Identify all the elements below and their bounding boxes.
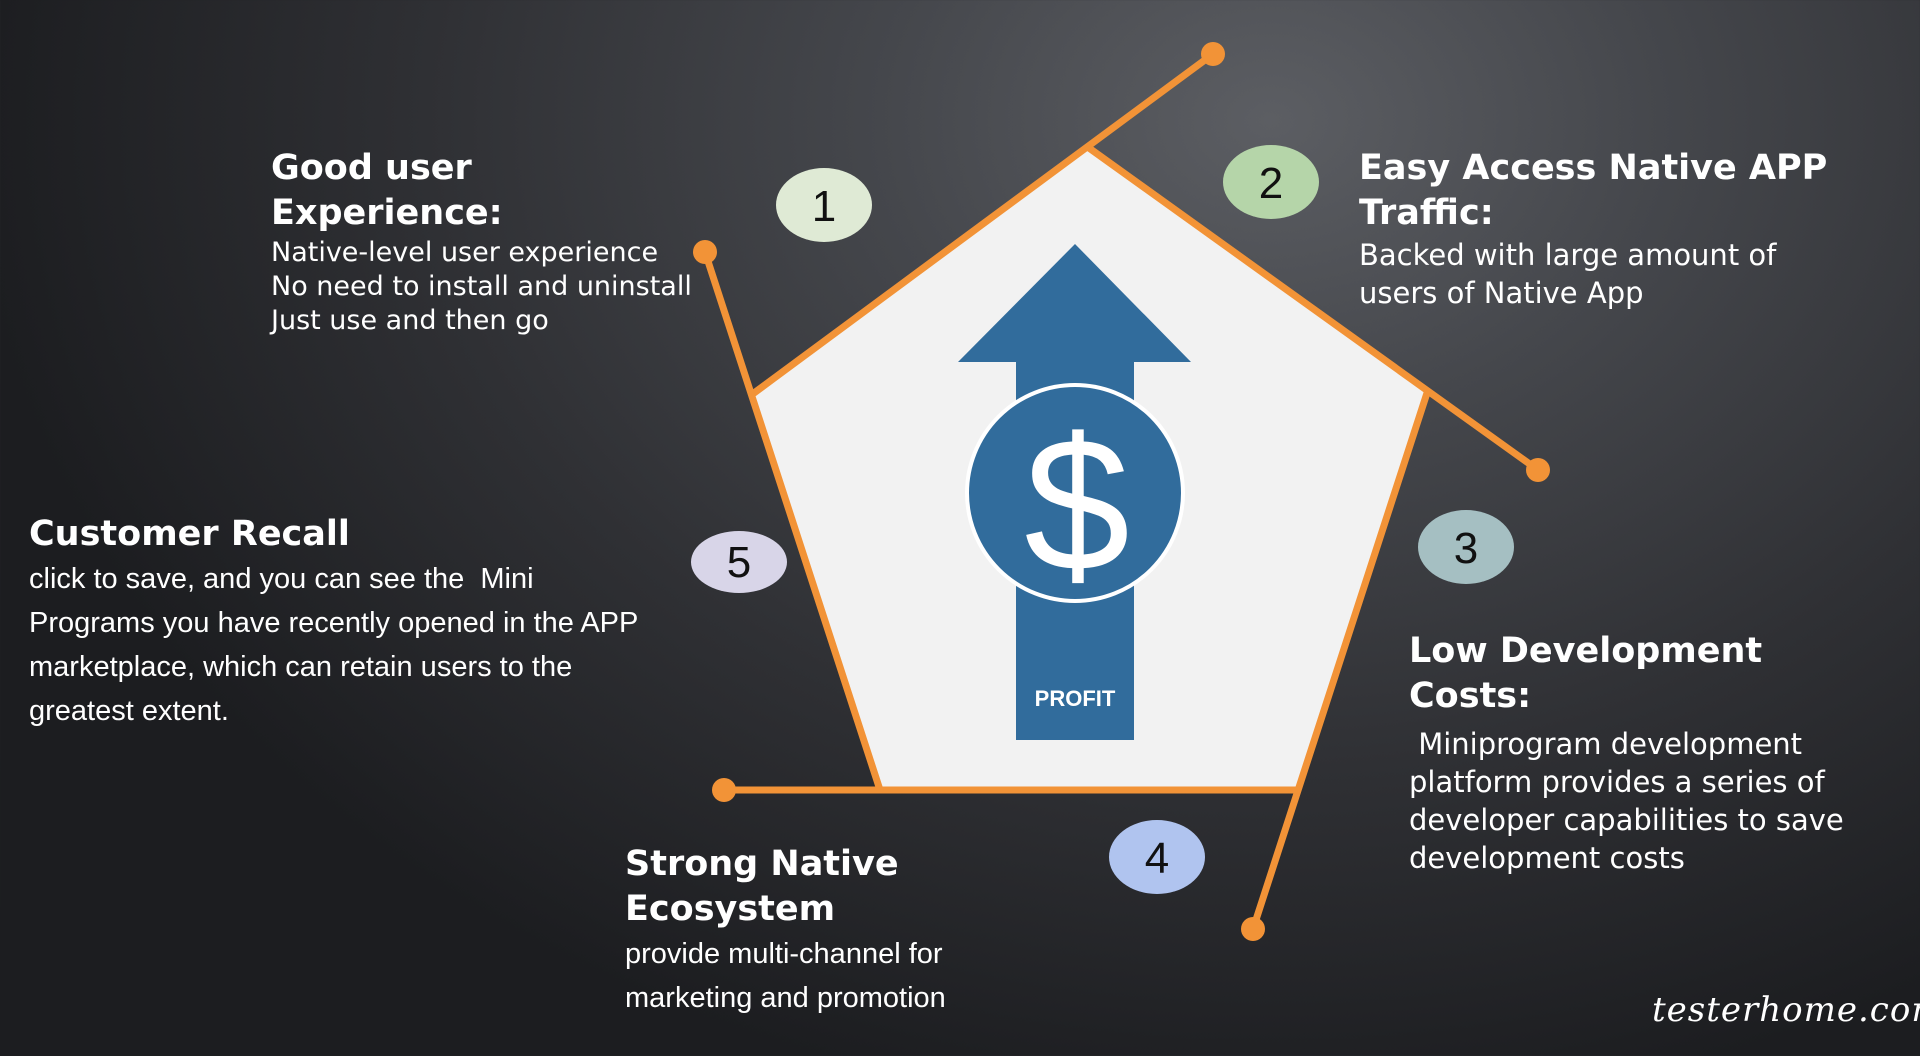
arrow-head [958, 244, 1191, 362]
point-5-line-1: click to save, and you can see the Mini [29, 563, 534, 595]
point-5-line-3: marketplace, which can retain users to t… [29, 651, 573, 683]
point-3-line-1: Miniprogram development [1409, 727, 1803, 761]
point-2-block: Easy Access Native APP Traffic: Backed w… [1359, 146, 1859, 312]
endpoint-dot-4 [712, 778, 736, 802]
edge-top-right [1085, 144, 1542, 474]
badge-5-shape [691, 531, 787, 593]
badge-4: 4 [1109, 820, 1205, 894]
profit-arrow: $ PROFIT [958, 244, 1191, 740]
badge-5: 5 [691, 531, 787, 593]
point-1-block: Good user Experience: Native-level user … [271, 146, 711, 338]
badge-2-shape [1223, 145, 1319, 219]
point-1-line-3: Just use and then go [271, 305, 549, 336]
badge-3-number: 3 [1454, 524, 1478, 573]
point-3-line-2: platform provides a series of [1409, 765, 1825, 799]
edge-left [701, 248, 884, 794]
badge-5-number: 5 [727, 538, 751, 587]
point-2-title-line-2: Traffic: [1359, 193, 1494, 233]
endpoint-dot-2 [1526, 458, 1550, 482]
point-4-block: Strong Native Ecosystem provide multi-ch… [625, 842, 1095, 1020]
endpoint-dot-5 [693, 240, 717, 264]
point-2-line-2: users of Native App [1359, 276, 1644, 310]
point-4-title: Strong Native Ecosystem [625, 844, 899, 929]
edge-endpoints [693, 42, 1550, 941]
badge-1-number: 1 [812, 182, 836, 231]
badge-2: 2 [1223, 145, 1319, 219]
watermark: testerhome.com [1652, 990, 1920, 1030]
endpoint-dot-3 [1241, 917, 1265, 941]
point-1-title: Good user Experience: [271, 148, 503, 233]
badge-4-number: 4 [1145, 834, 1169, 883]
point-1-line-2: No need to install and uninstall [271, 271, 692, 302]
badge-3-shape [1418, 510, 1514, 584]
point-3-line-4: development costs [1409, 841, 1685, 875]
point-3-block: Low Development Costs: Miniprogram devel… [1409, 629, 1889, 877]
point-5-line-4: greatest extent. [29, 695, 229, 727]
point-3-title: Low Development Costs: [1409, 631, 1763, 716]
profit-label: PROFIT [1035, 686, 1116, 711]
dollar-coin [965, 383, 1185, 603]
pentagon-edges [701, 50, 1542, 933]
badge-1-shape [776, 168, 872, 242]
point-2-line-1: Backed with large amount of [1359, 238, 1777, 272]
badge-4-shape [1109, 820, 1205, 894]
point-2-title-line-1: Easy Access Native APP [1359, 148, 1828, 188]
dollar-icon: $ [1024, 399, 1130, 611]
badge-1: 1 [776, 168, 872, 242]
point-5-line-2: Programs you have recently opened in the… [29, 607, 639, 639]
point-5-title: Customer Recall [29, 514, 350, 554]
point-1-line-1: Native-level user experience [271, 237, 659, 268]
endpoint-dot-1 [1201, 42, 1225, 66]
point-4-line-1: provide multi-channel for [625, 938, 943, 970]
point-4-line-2: marketing and promotion [625, 982, 946, 1014]
edge-top-left [750, 50, 1217, 397]
edge-right [1249, 389, 1431, 933]
badge-3: 3 [1418, 510, 1514, 584]
point-3-line-3: developer capabilities to save [1409, 803, 1844, 837]
point-5-block: Customer Recall click to save, and you c… [29, 512, 719, 733]
badge-2-number: 2 [1259, 159, 1283, 208]
